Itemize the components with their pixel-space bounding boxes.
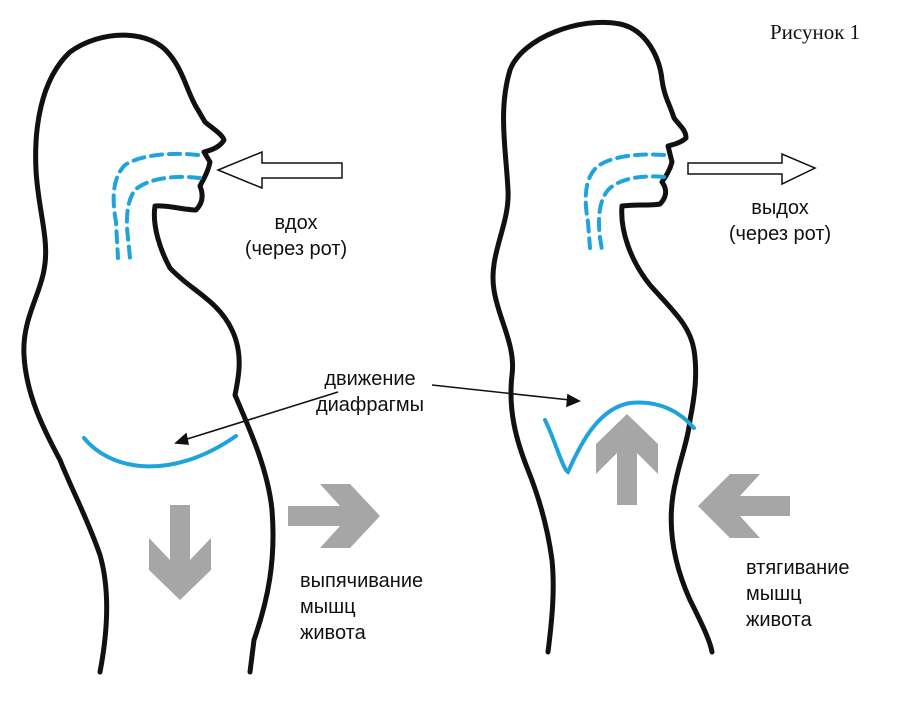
diaphragm-line-2: диафрагмы bbox=[315, 394, 425, 416]
right-muscle-line-1: втягивание bbox=[746, 557, 850, 579]
left-diaphragm-curve bbox=[82, 434, 238, 469]
right-airway bbox=[583, 152, 666, 252]
right-up-arrow-icon bbox=[596, 414, 658, 505]
left-airway bbox=[111, 151, 202, 260]
right-left-arrow-icon bbox=[698, 474, 790, 538]
exhale-arrow-icon bbox=[687, 152, 817, 186]
right-airflow-label: выдох (через рот) bbox=[720, 195, 840, 247]
inhale-arrow-icon bbox=[216, 150, 343, 190]
left-muscle-line-1: выпячивание bbox=[300, 570, 424, 592]
right-muscle-line-3: живота bbox=[746, 609, 812, 631]
left-airflow-line-1: вдох bbox=[274, 212, 318, 234]
left-right-arrow-icon bbox=[288, 484, 380, 548]
diaphragm-label: движение диафрагмы bbox=[300, 366, 440, 418]
left-muscle-line-2: мышц bbox=[300, 596, 356, 618]
left-airflow-line-2: (через рот) bbox=[244, 238, 348, 260]
left-pointer-head-icon bbox=[174, 432, 189, 445]
left-muscle-label: выпячивание мышц живота bbox=[300, 568, 423, 646]
right-airflow-line-2: (через рот) bbox=[728, 223, 832, 245]
right-pointer-head-icon bbox=[566, 393, 581, 408]
left-muscle-line-3: живота bbox=[300, 622, 366, 644]
right-body-outline bbox=[490, 19, 715, 655]
diaphragm-pointers bbox=[174, 384, 581, 445]
left-airflow-label: вдох (через рот) bbox=[236, 210, 356, 262]
right-muscle-label: втягивание мышц живота bbox=[746, 555, 850, 633]
left-down-arrow-icon bbox=[149, 505, 211, 600]
right-airflow-line-1: выдох bbox=[751, 197, 809, 219]
right-diaphragm-curve bbox=[543, 400, 696, 475]
figure-title: Рисунок 1 bbox=[770, 20, 861, 44]
left-body-outline bbox=[21, 32, 276, 675]
right-muscle-line-2: мышц bbox=[746, 583, 802, 605]
diaphragm-line-1: движение bbox=[324, 368, 416, 390]
